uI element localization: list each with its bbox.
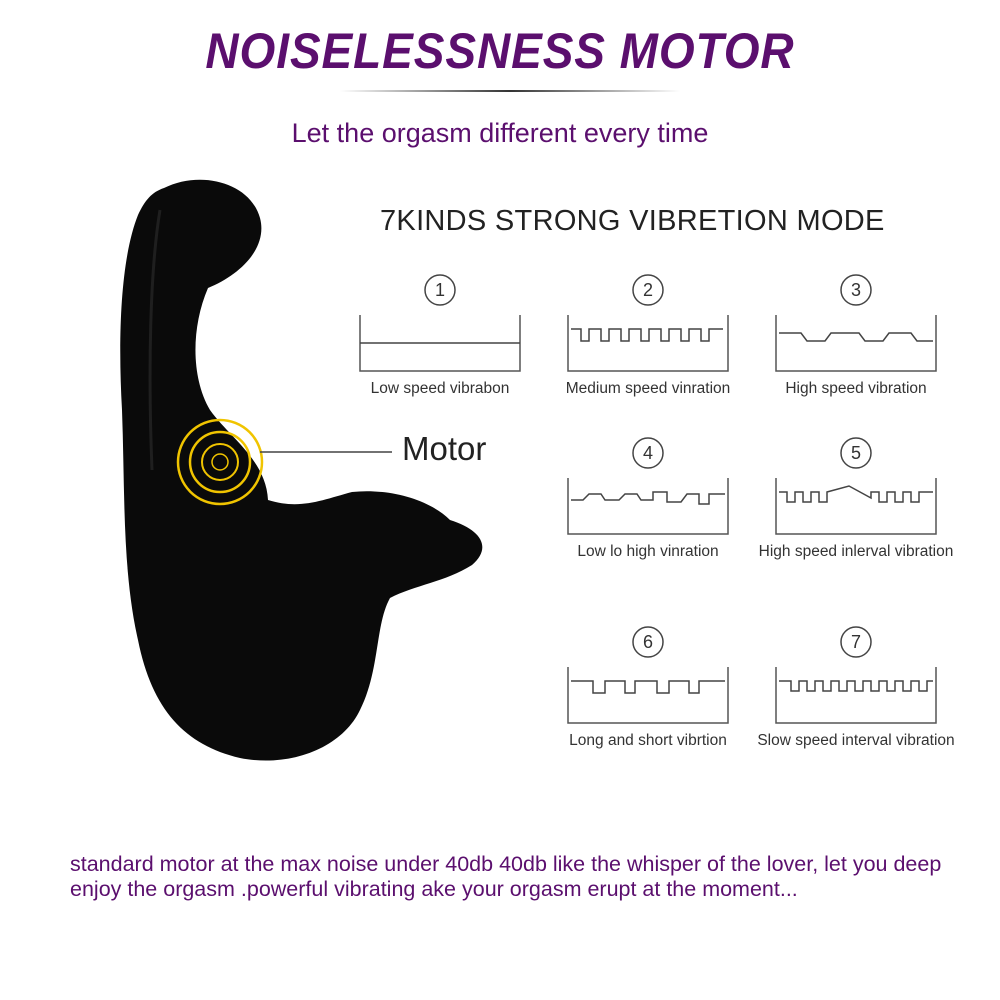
mode-number-badge: 3 [840, 274, 872, 306]
page-subtitle: Let the orgasm different every time [291, 118, 709, 148]
mode-label: High speed inlerval vibration [758, 543, 954, 560]
mode-6: 6 Long and short vibrtion [548, 625, 748, 750]
motor-label: Motor [402, 430, 487, 467]
title-divider [340, 90, 680, 92]
mode-number-badge: 2 [632, 274, 664, 306]
svg-text:2: 2 [643, 280, 653, 300]
vibration-rings-icon [176, 418, 264, 506]
mode-number-badge: 6 [632, 626, 664, 658]
svg-text:5: 5 [851, 443, 861, 463]
mode-number-badge: 4 [632, 437, 664, 469]
mode-number-badge: 7 [840, 626, 872, 658]
mode-label: Long and short vibrtion [569, 732, 727, 749]
mode-number-badge: 1 [424, 274, 456, 306]
mode-2: 2 Medium speed vinration [548, 273, 748, 398]
mode-3: 3 High speed vibration [756, 273, 956, 398]
product-silhouette [120, 179, 483, 761]
mode-label: High speed vibration [785, 380, 927, 397]
page-title: NOISELESSNESS MOTOR [205, 23, 795, 79]
modes-title: 7KINDS STRONG VIBRETION MODE [380, 205, 885, 237]
waveform-interval-high [775, 478, 937, 535]
product-highlight [148, 209, 162, 471]
svg-text:6: 6 [643, 632, 653, 652]
product-image [120, 179, 483, 761]
mode-7: 7 Slow speed interval vibration [756, 625, 956, 750]
svg-text:3: 3 [851, 280, 861, 300]
mode-1: 1 Low speed vibrabon [340, 273, 540, 398]
mode-label: Slow speed interval vibration [757, 732, 955, 749]
mode-label: Low lo high vinration [577, 543, 719, 560]
waveform-slow-interval [775, 667, 937, 724]
mode-label: Medium speed vinration [565, 380, 731, 397]
waveform-low [359, 315, 521, 372]
mode-number: 1 [435, 280, 445, 300]
waveform-low-to-high [567, 478, 729, 535]
mode-4: 4 Low lo high vinration [548, 436, 748, 561]
description-text: standard motor at the max noise under 40… [70, 852, 942, 901]
waveform-long-short [567, 667, 729, 724]
svg-text:4: 4 [643, 443, 653, 463]
waveform-medium [567, 315, 729, 372]
mode-5: 5 High speed inlerval vibration [756, 436, 956, 561]
waveform-high [775, 315, 937, 372]
mode-label: Low speed vibrabon [370, 380, 510, 397]
svg-text:7: 7 [851, 632, 861, 652]
mode-number-badge: 5 [840, 437, 872, 469]
